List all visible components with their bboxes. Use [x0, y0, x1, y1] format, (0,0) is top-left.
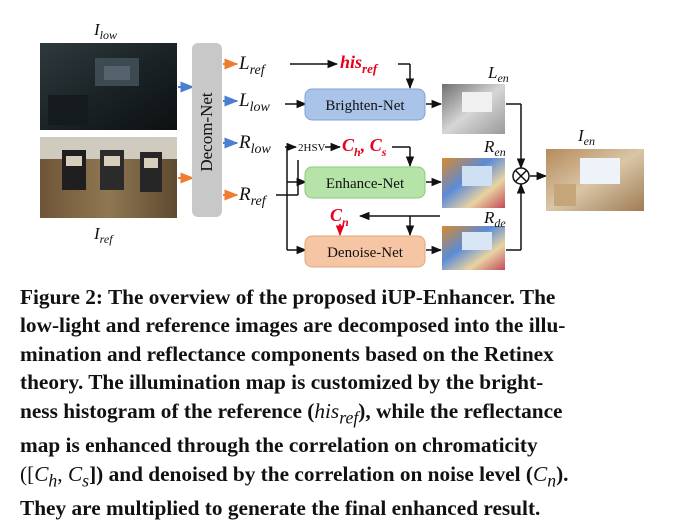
caption-line-5: ness histogram of the reference (hisref)… [20, 397, 682, 432]
r-ref-label: Rref [238, 184, 268, 209]
brighten-net-block [304, 88, 426, 121]
caption-line-6: map is enhanced through the correlation … [20, 433, 538, 458]
caption-line-7mid: , [57, 461, 68, 486]
i-en-label: Ien [577, 126, 595, 148]
r-de-image [442, 226, 505, 270]
reference-image [40, 137, 177, 218]
enhance-net-block [304, 166, 426, 199]
r-low-label: Rlow [238, 132, 271, 157]
caption-cs-sub: s [82, 469, 90, 490]
caption-line-7: ([Ch, Cs]) and denoised by the correlati… [20, 460, 682, 495]
r-de-label: Rde [483, 208, 506, 230]
l-en-label: Len [487, 63, 509, 85]
caption-line-5b: ), while the reflectance [358, 398, 563, 423]
caption-line-7b: ]) and denoised by the correlation on no… [89, 461, 533, 486]
caption-line-7end: ). [556, 461, 569, 486]
caption-line-5a: ness histogram of the reference ( [20, 398, 315, 423]
caption-line-2: low-light and reference images are decom… [20, 313, 566, 338]
hsv-label: 2HSV [298, 142, 326, 154]
decom-net-label: Decom-Net [197, 92, 216, 172]
ref-image-label: Iref [93, 224, 114, 246]
r-en-label: Ren [483, 137, 506, 159]
caption-cn: C [532, 461, 548, 486]
figure-caption: Figure 2: The overview of the proposed i… [20, 283, 682, 523]
enhance-net-label: Enhance-Net [326, 176, 405, 192]
brighten-net-label: Brighten-Net [325, 98, 405, 114]
caption-his-sub: ref [339, 406, 359, 427]
l-low-label: Llow [238, 90, 270, 115]
caption-line-7a: ([ [20, 461, 35, 486]
l-ref-label: Lref [238, 53, 267, 78]
denoise-net-block [304, 235, 426, 268]
caption-line-8: They are multiplied to generate the fina… [20, 496, 541, 521]
decom-net-block [192, 43, 222, 217]
denoise-net-label: Denoise-Net [327, 245, 404, 261]
caption-line-3: mination and reflectance components base… [20, 341, 554, 366]
l-en-image [442, 84, 505, 134]
caption-his: his [314, 398, 340, 423]
i-en-image [546, 149, 644, 211]
caption-ch-sub: h [48, 469, 58, 490]
chroma-label: Ch, Cs [342, 135, 387, 159]
his-ref-label: hisref [340, 52, 379, 76]
noise-label: Cn [330, 205, 349, 229]
low-light-image [40, 43, 177, 130]
caption-cs: C [67, 461, 83, 486]
low-image-label: Ilow [93, 20, 117, 42]
pipeline-diagram: Ilow Iref Decom-Net Lref Llow Rlow Rref … [40, 20, 644, 270]
r-en-image [442, 158, 505, 208]
caption-cn-sub: n [547, 469, 557, 490]
caption-ch: C [34, 461, 49, 486]
caption-line-4: theory. The illumination map is customiz… [20, 370, 544, 395]
caption-line-1: Figure 2: The overview of the proposed i… [20, 285, 556, 309]
multiply-icon-cross-b [514, 169, 528, 183]
